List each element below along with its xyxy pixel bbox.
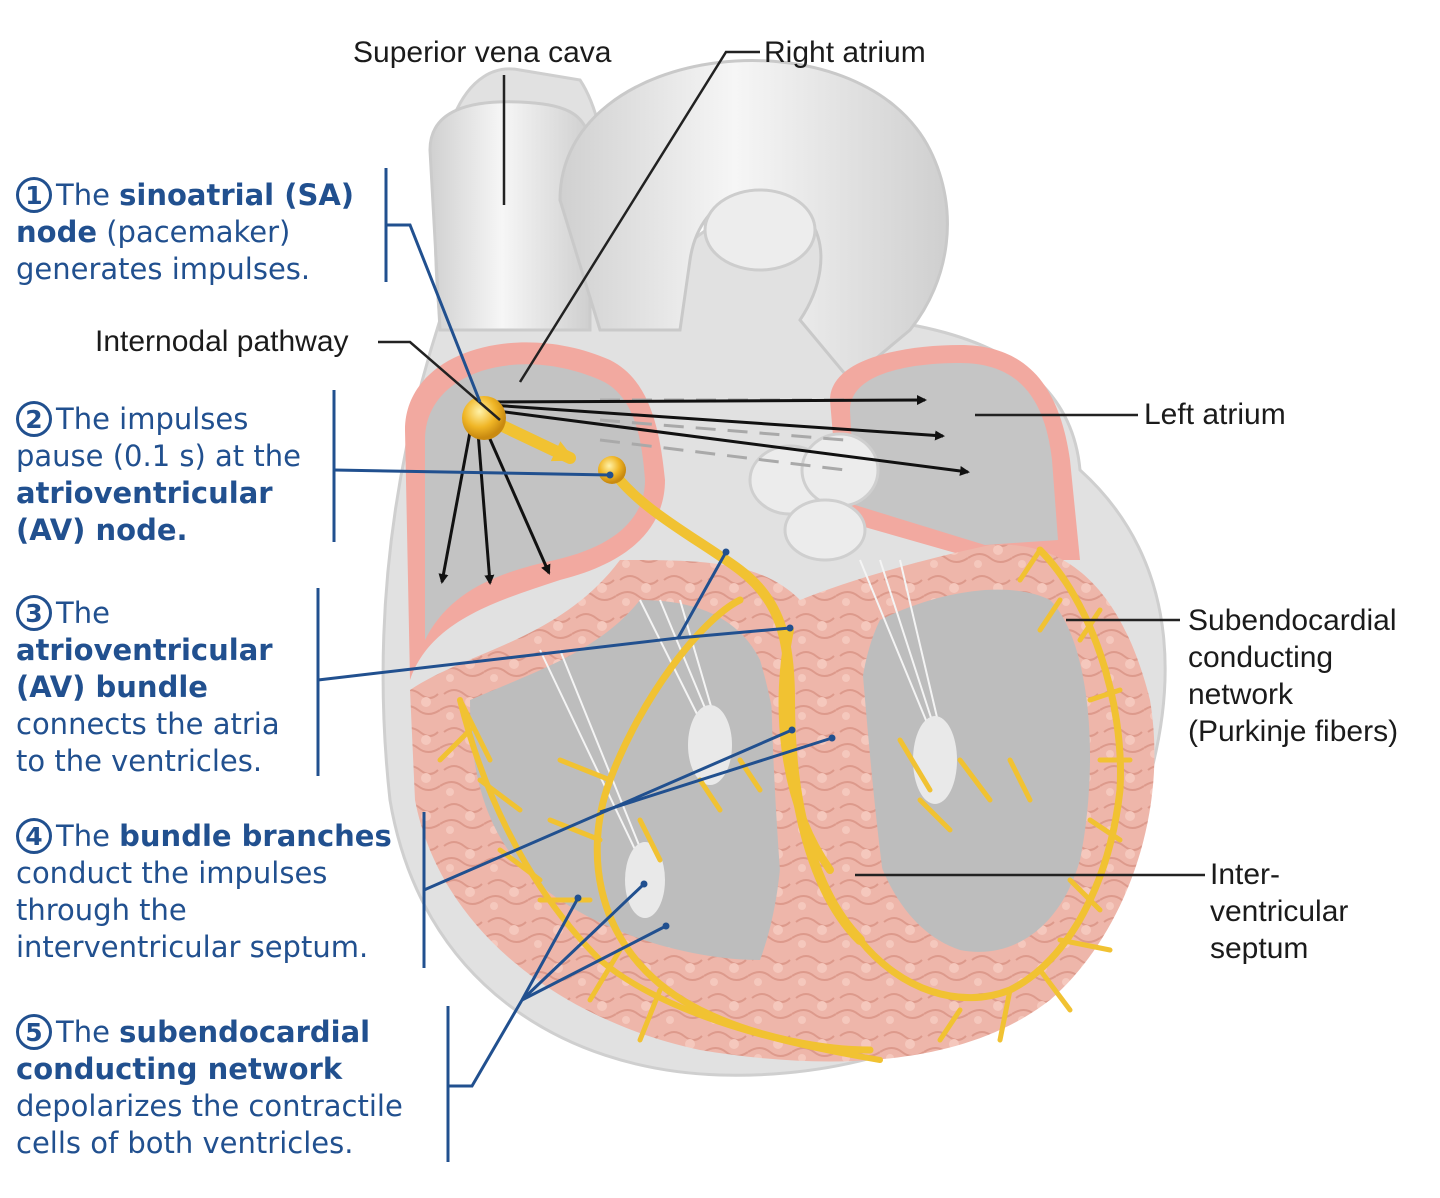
label-interventricular-septum: Inter- ventricular septum bbox=[1210, 856, 1348, 967]
step-line: generates impulses. bbox=[16, 251, 354, 288]
step-term-bold: atrioventricular bbox=[16, 633, 273, 667]
step-line: pause (0.1 s) at the bbox=[16, 438, 301, 475]
step-line: atrioventricular bbox=[16, 475, 301, 512]
label-purkinje-line: Subendocardial bbox=[1188, 604, 1397, 637]
step-term-bold: sinoatrial (SA) bbox=[119, 178, 355, 212]
step-text: The bbox=[56, 1015, 120, 1049]
step-number-badge: 4 bbox=[16, 818, 52, 854]
step-text: interventricular septum. bbox=[16, 930, 369, 964]
label-purkinje-line: (Purkinje fibers) bbox=[1188, 715, 1399, 748]
label-purkinje: Subendocardial conducting network (Purki… bbox=[1188, 602, 1398, 750]
step-term-bold: bundle branches bbox=[119, 819, 392, 853]
right-ventricle-cavity bbox=[470, 600, 783, 960]
step-text: pause (0.1 s) at the bbox=[16, 439, 301, 473]
leader-endpoints bbox=[574, 471, 836, 930]
step-text: connects the atria bbox=[16, 707, 280, 741]
chordae-tendineae bbox=[539, 559, 941, 861]
label-leader-lines bbox=[378, 50, 1205, 877]
step-line: atrioventricular bbox=[16, 632, 280, 669]
sa-node bbox=[462, 396, 506, 440]
step-text: through the bbox=[16, 893, 187, 927]
step-text: conduct the impulses bbox=[16, 856, 328, 890]
left-ventricle-cavity bbox=[858, 589, 1090, 952]
label-left-atrium: Left atrium bbox=[1144, 398, 1286, 431]
step-line: to the ventricles. bbox=[16, 743, 280, 780]
step-term-bold: (AV) bundle bbox=[16, 670, 208, 704]
step-term-bold: (AV) node. bbox=[16, 513, 188, 547]
step-line: connects the atria bbox=[16, 706, 280, 743]
step-number-badge: 5 bbox=[16, 1014, 52, 1050]
step-term-bold: node bbox=[16, 215, 97, 249]
left-atrium-chamber bbox=[850, 363, 1058, 545]
step-text: (pacemaker) bbox=[97, 215, 291, 249]
step-text: The bbox=[56, 596, 110, 630]
label-right-atrium: Right atrium bbox=[764, 36, 926, 69]
step-line: (AV) bundle bbox=[16, 669, 280, 706]
step-text: generates impulses. bbox=[16, 252, 311, 286]
step-text: depolarizes the contractile bbox=[16, 1089, 403, 1123]
step-text: cells of both ventricles. bbox=[16, 1126, 354, 1160]
step-text: The bbox=[56, 819, 120, 853]
step-line: conducting network bbox=[16, 1051, 403, 1088]
sa-impulse-arrows bbox=[438, 395, 970, 585]
step-text: to the ventricles. bbox=[16, 744, 263, 778]
step-leader-lines bbox=[316, 168, 833, 1162]
step-number-badge: 2 bbox=[16, 401, 52, 437]
av-node bbox=[598, 456, 626, 484]
step-number-badge: 1 bbox=[16, 177, 52, 213]
step-term-bold: conducting network bbox=[16, 1052, 343, 1086]
papillary-muscles bbox=[625, 705, 957, 918]
label-purkinje-line: network bbox=[1188, 678, 1294, 711]
step-text: The bbox=[56, 178, 120, 212]
label-internodal-pathway: Internodal pathway bbox=[95, 325, 349, 358]
step-line: interventricular septum. bbox=[16, 929, 392, 966]
aorta-opening bbox=[703, 188, 817, 272]
step-text: The impulses bbox=[56, 402, 249, 436]
label-septum-line: Inter- bbox=[1210, 858, 1281, 891]
interventricular-septum-wall bbox=[770, 600, 900, 1001]
step-term-bold: atrioventricular bbox=[16, 476, 273, 510]
step-term-bold: subendocardial bbox=[119, 1015, 371, 1049]
label-septum-line: ventricular bbox=[1210, 895, 1349, 928]
label-purkinje-line: conducting bbox=[1188, 641, 1334, 674]
conduction-system bbox=[437, 414, 1133, 1063]
step-line: cells of both ventricles. bbox=[16, 1125, 403, 1162]
step-line: (AV) node. bbox=[16, 512, 301, 549]
step-number-badge: 3 bbox=[16, 595, 52, 631]
label-superior-vena-cava: Superior vena cava bbox=[353, 36, 612, 69]
label-septum-line: septum bbox=[1210, 932, 1309, 965]
step-line: conduct the impulses bbox=[16, 855, 392, 892]
step-line: through the bbox=[16, 892, 392, 929]
step-line: depolarizes the contractile bbox=[16, 1088, 403, 1125]
step-line: node (pacemaker) bbox=[16, 214, 354, 251]
